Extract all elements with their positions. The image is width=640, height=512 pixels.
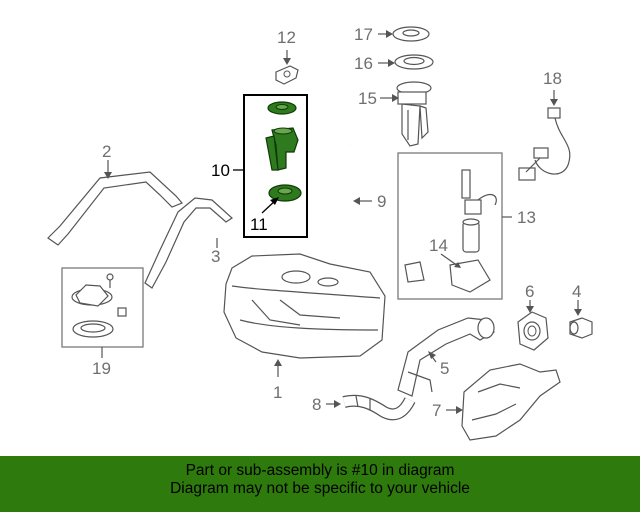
part-5-filler-pipe[interactable] bbox=[397, 317, 495, 397]
part-16-ring[interactable] bbox=[394, 54, 434, 70]
part-15-fuel-pump[interactable] bbox=[396, 81, 432, 147]
part-4-grommet[interactable] bbox=[569, 317, 593, 339]
info-banner: Part or sub-assembly is #10 in diagram D… bbox=[0, 456, 640, 512]
callout-11[interactable]: 11 bbox=[250, 215, 268, 234]
callout-2[interactable]: 2 bbox=[102, 142, 111, 161]
callout-14[interactable]: 14 bbox=[429, 236, 448, 255]
parts-diagram: 10 11 12 17 16 15 18 bbox=[47, 25, 593, 441]
callout-9[interactable]: 9 bbox=[377, 192, 386, 211]
part-18-harness[interactable] bbox=[518, 107, 571, 181]
part-19-components[interactable] bbox=[71, 273, 127, 338]
part-6-fuel-door-housing[interactable] bbox=[517, 311, 549, 351]
part-2-strap[interactable] bbox=[47, 171, 184, 246]
callout-10[interactable]: 10 bbox=[211, 161, 230, 180]
part-1-fuel-tank[interactable] bbox=[223, 253, 386, 359]
callout-6[interactable]: 6 bbox=[525, 282, 534, 301]
part-9-hose[interactable] bbox=[321, 143, 371, 249]
part-13-box[interactable] bbox=[397, 152, 503, 300]
part-12-clip[interactable] bbox=[275, 65, 299, 85]
callout-8[interactable]: 8 bbox=[312, 395, 321, 414]
banner-line-2: Diagram may not be specific to your vehi… bbox=[170, 480, 470, 497]
callout-3[interactable]: 3 bbox=[211, 247, 220, 266]
part-10-box[interactable] bbox=[243, 94, 308, 238]
part-3-strap[interactable] bbox=[144, 197, 233, 289]
callout-17[interactable]: 17 bbox=[354, 25, 373, 44]
callout-1[interactable]: 1 bbox=[273, 383, 282, 402]
part-17-cap[interactable] bbox=[392, 26, 430, 42]
callout-18[interactable]: 18 bbox=[543, 69, 562, 88]
callout-16[interactable]: 16 bbox=[354, 54, 373, 73]
callout-13[interactable]: 13 bbox=[517, 208, 536, 227]
part-10-assembly[interactable] bbox=[265, 101, 299, 171]
callout-7[interactable]: 7 bbox=[432, 401, 441, 420]
part-13-components[interactable] bbox=[404, 169, 497, 293]
part-8-hose[interactable] bbox=[342, 394, 416, 421]
banner-line-1: Part or sub-assembly is #10 in diagram bbox=[185, 462, 455, 479]
part-7-splash-shield[interactable] bbox=[461, 363, 561, 441]
callout-12[interactable]: 12 bbox=[277, 28, 296, 47]
part-11-ring[interactable] bbox=[268, 184, 302, 202]
callout-15[interactable]: 15 bbox=[358, 89, 377, 108]
callout-4[interactable]: 4 bbox=[572, 282, 581, 301]
callout-19[interactable]: 19 bbox=[92, 359, 111, 378]
callout-5[interactable]: 5 bbox=[440, 359, 449, 378]
